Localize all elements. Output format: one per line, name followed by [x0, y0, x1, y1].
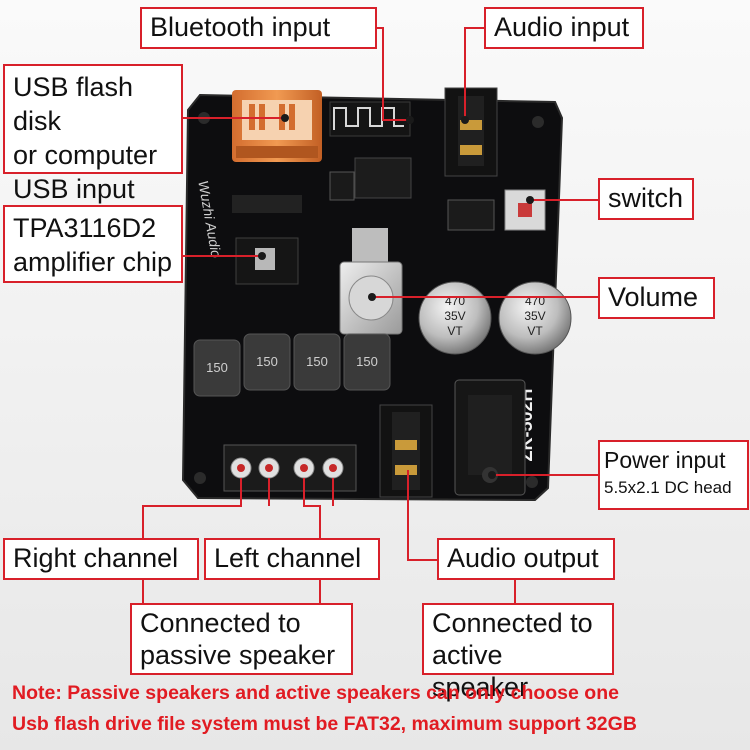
bluetooth-input-label: Bluetooth input: [140, 7, 377, 49]
audio-input-jack-icon: [444, 87, 498, 177]
left-channel-text: Left channel: [214, 543, 362, 573]
inductors-icon: 150 150 150 150: [193, 333, 391, 397]
switch-label: switch: [598, 178, 694, 220]
switch-component-icon: [504, 189, 546, 231]
capacitor-right-icon: 470 35V VT: [498, 281, 572, 355]
active-speaker-line-2: active speaker: [432, 640, 529, 702]
inductor-text: 150: [306, 354, 328, 369]
capacitor-left-icon: 470 35V VT: [418, 281, 492, 355]
amplifier-chip-label: TPA3116D2 amplifier chip: [3, 205, 183, 283]
regulator-chip: [447, 199, 495, 231]
cap-voltage-text: 35V: [524, 309, 545, 323]
speaker-terminal-block-icon: [223, 444, 357, 492]
cap-voltage-text: 35V: [444, 309, 465, 323]
usb-port-icon: [232, 90, 322, 162]
audio-output-jack-icon: [379, 404, 433, 498]
leader-lines: [142, 27, 598, 605]
leader-dots: [258, 114, 534, 479]
bluetooth-input-text: Bluetooth input: [150, 12, 331, 42]
crystal: [329, 171, 355, 201]
usb-input-label: USB flash disk or computer USB input: [3, 64, 183, 204]
passive-speaker-line-1: Connected to: [140, 608, 301, 638]
amp-chip-line-1: TPA3116D2: [13, 213, 157, 243]
cap-mark-text: VT: [447, 324, 463, 338]
power-input-line-2: 5.5x2.1 DC head: [604, 478, 732, 497]
inductor-text: 150: [256, 354, 278, 369]
smd-parts: [232, 195, 302, 213]
audio-input-text: Audio input: [494, 12, 630, 42]
dc-power-jack-icon: [454, 379, 526, 496]
right-channel-text: Right channel: [13, 543, 179, 573]
passive-speaker-line-2: passive speaker: [140, 640, 336, 670]
power-input-line-1: Power input: [604, 447, 726, 473]
bluetooth-module-icon: [329, 101, 412, 199]
cap-mark-text: VT: [527, 324, 543, 338]
mount-hole: [194, 472, 206, 484]
note-speaker-choice: Note: Passive speakers and active speake…: [12, 682, 619, 704]
active-speaker-line-1: Connected to: [432, 608, 593, 638]
usb-input-line-3: USB input: [13, 174, 135, 204]
usb-input-line-2: or computer: [13, 140, 158, 170]
amplifier-chip-icon: [235, 237, 299, 285]
usb-input-line-1: USB flash disk: [13, 72, 134, 136]
volume-text: Volume: [608, 282, 699, 312]
audio-output-text: Audio output: [447, 543, 599, 573]
volume-label: Volume: [598, 277, 715, 319]
left-channel-label: Left channel: [204, 538, 380, 580]
mount-hole: [532, 116, 544, 128]
power-input-label: Power input 5.5x2.1 DC head: [598, 440, 749, 510]
audio-output-label: Audio output: [437, 538, 615, 580]
switch-text: switch: [608, 183, 684, 213]
note-fat32: Usb flash drive file system must be FAT3…: [12, 713, 637, 735]
right-channel-label: Right channel: [3, 538, 199, 580]
passive-speaker-label: Connected to passive speaker: [130, 603, 353, 675]
amp-chip-line-2: amplifier chip: [13, 247, 173, 277]
inductor-text: 150: [356, 354, 378, 369]
active-speaker-label: Connected to active speaker: [422, 603, 614, 702]
audio-input-label: Audio input: [484, 7, 644, 49]
mount-hole: [526, 476, 538, 488]
inductor-text: 150: [206, 360, 228, 375]
